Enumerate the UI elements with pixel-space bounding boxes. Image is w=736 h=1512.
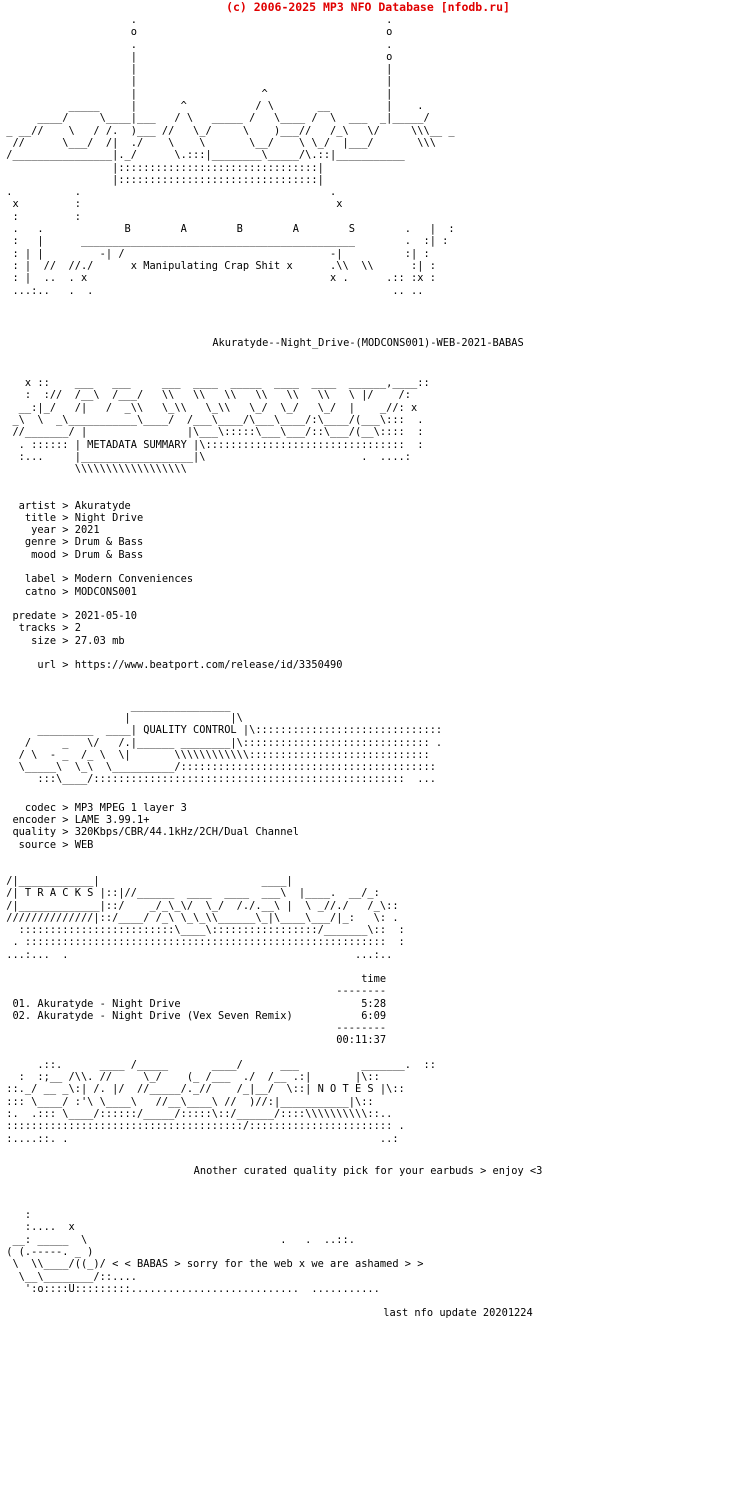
- nfodb-copyright-header: (c) 2006-2025 MP3 NFO Database [nfodb.ru…: [226, 0, 510, 14]
- quality-control-banner: ________________ | |\ _________ ____| QU…: [18, 699, 443, 786]
- quality-fields: codec > MP3 MPEG 1 layer 3 encoder > LAM…: [12, 801, 299, 851]
- metadata-fields: artist > Akuratyde title > Night Drive y…: [12, 499, 343, 672]
- notes-banner: .::. ____ /_____ ____/ ___ _______. :: :…: [6, 1058, 436, 1145]
- metadata-summary-banner: x :: ___ ___ ___ ____ _____ ____ ____ __…: [12, 377, 430, 476]
- last-nfo-update: last nfo update 20201224: [383, 1307, 533, 1320]
- release-dirname: Akuratyde--Night_Drive-(MODCONS001)-WEB-…: [212, 336, 524, 349]
- notes-text: Another curated quality pick for your ea…: [193, 1164, 543, 1177]
- top-ascii-art-1: . . o o . . |: [6, 14, 455, 186]
- top-ascii-art-2: . . . x : x : : . . B A B A S . | :: [6, 186, 455, 297]
- tracks-banner: /|____________| ____| /| T R A C K S |::…: [6, 874, 405, 961]
- tracklist: time -------- 01. Akuratyde - Night Driv…: [12, 973, 387, 1047]
- footer-ascii-art: : :.... x __: _____ \ . . ..::. ( (.----…: [6, 1209, 424, 1295]
